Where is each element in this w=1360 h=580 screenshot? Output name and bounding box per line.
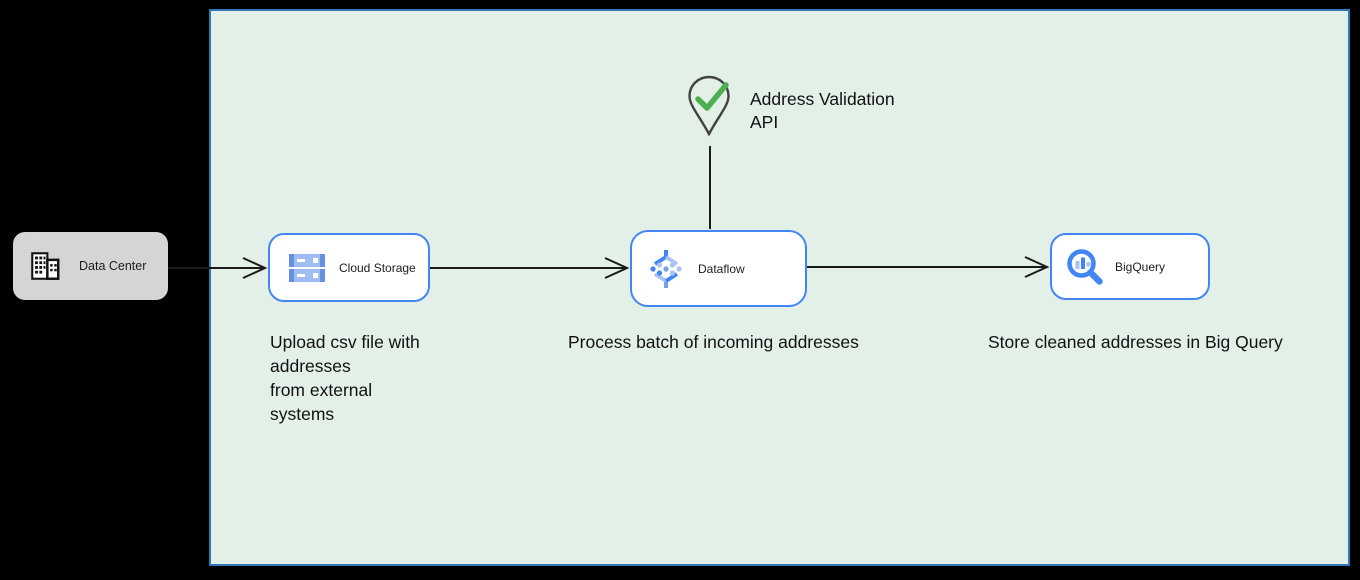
arrow-datacenter-to-cloudstorage: [168, 257, 268, 279]
node-label: Data Center: [79, 259, 147, 273]
node-data-center[interactable]: Data Center: [13, 232, 168, 300]
bigquery-icon: [1067, 248, 1103, 285]
node-dataflow[interactable]: Dataflow: [630, 230, 807, 307]
caption-upload-csv: Upload csv file with addresses from exte…: [270, 330, 420, 426]
caption-process-batch: Process batch of incoming addresses: [568, 332, 859, 352]
arrow-dataflow-to-bigquery: [807, 256, 1050, 278]
node-cloud-storage[interactable]: Cloud Storage: [268, 233, 430, 302]
address-validation-label: Address Validation API: [750, 88, 895, 134]
caption-line: systems: [270, 404, 335, 424]
label-line: API: [750, 112, 779, 132]
caption-line: from external: [270, 380, 373, 400]
dataflow-icon: [650, 249, 682, 288]
label-line: Address Validation: [750, 89, 895, 109]
node-label: BigQuery: [1115, 259, 1166, 274]
location-pin-check-icon: [688, 75, 730, 137]
caption-line: Upload csv file with: [270, 332, 420, 352]
caption-store-cleaned: Store cleaned addresses in Big Query: [988, 332, 1283, 352]
node-label: Cloud Storage: [339, 260, 416, 275]
node-bigquery[interactable]: BigQuery: [1050, 233, 1210, 300]
node-address-validation-api[interactable]: [686, 74, 732, 143]
node-label: Dataflow: [698, 261, 745, 276]
arrow-cloudstorage-to-dataflow: [430, 257, 630, 279]
building-icon: [31, 252, 60, 280]
caption-line: addresses: [270, 356, 351, 376]
cloud-storage-icon: [289, 253, 325, 282]
